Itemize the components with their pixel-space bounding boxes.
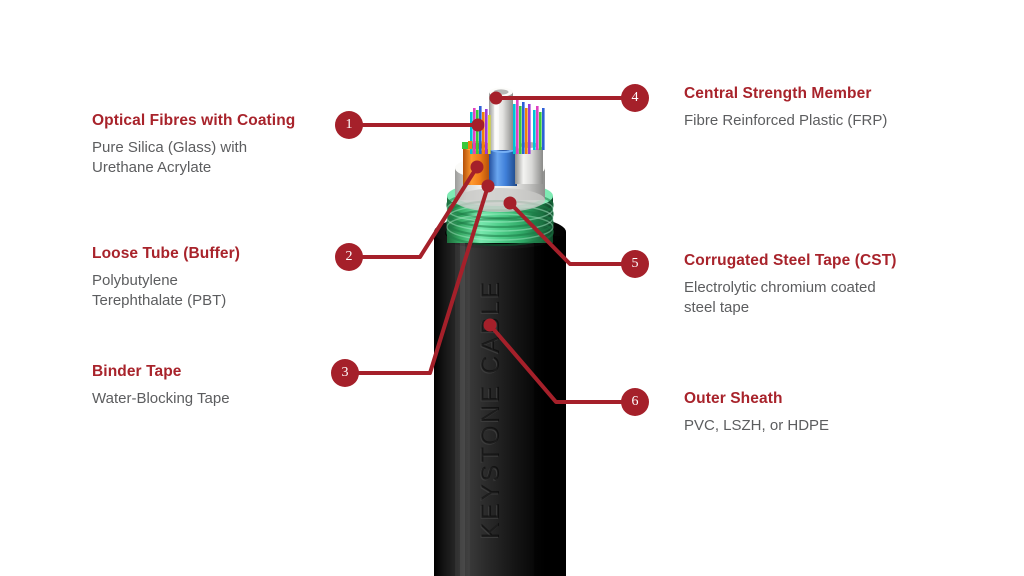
callout-4-description: Fibre Reinforced Plastic (FRP): [684, 111, 888, 129]
callout-2: Loose Tube (Buffer) Polybutylene Terepht…: [92, 245, 240, 311]
callout-6-title: Outer Sheath: [684, 390, 783, 407]
callout-5-title: Corrugated Steel Tape (CST): [684, 252, 897, 269]
callout-4: Central Strength Member Fibre Reinforced…: [684, 85, 887, 131]
callout-badge-2[interactable]: 2: [335, 243, 363, 271]
svg-text:KEYSTONE CABLE: KEYSTONE CABLE: [477, 279, 505, 539]
callout-3-title: Binder Tape: [92, 363, 182, 380]
callout-badge-4[interactable]: 4: [621, 84, 649, 112]
callout-5-description: Electrolytic chromium coated steel tape: [684, 278, 876, 316]
optical-fibre-bundle-left: [470, 106, 491, 154]
callout-5: Corrugated Steel Tape (CST) Electrolytic…: [684, 252, 897, 318]
optical-fibre-nub: [462, 141, 472, 149]
callout-1: Optical Fibres with Coating Pure Silica …: [92, 112, 295, 178]
callout-badge-1[interactable]: 1: [335, 111, 363, 139]
callout-3: Binder Tape Water-Blocking Tape: [92, 363, 230, 409]
callout-2-title: Loose Tube (Buffer): [92, 245, 240, 262]
callout-1-title: Optical Fibres with Coating: [92, 112, 296, 129]
callout-1-description: Pure Silica (Glass) with Urethane Acryla…: [92, 138, 248, 176]
callout-6: Outer Sheath PVC, LSZH, or HDPE: [684, 390, 829, 436]
callout-badge-5[interactable]: 5: [621, 250, 649, 278]
callout-badge-3[interactable]: 3: [331, 359, 359, 387]
callout-3-description: Water-Blocking Tape: [92, 389, 230, 407]
callout-6-description: PVC, LSZH, or HDPE: [684, 416, 830, 434]
optical-fibre-bundle-centre: [513, 100, 531, 154]
central-strength-member: [489, 87, 513, 150]
callout-2-description: Polybutylene Terephthalate (PBT): [92, 271, 227, 309]
callout-badge-6[interactable]: 6: [621, 388, 649, 416]
callout-4-title: Central Strength Member: [684, 85, 872, 102]
cable-brand-text: KEYSTONE CABLE KEYSTONE CABLE: [476, 279, 505, 540]
optical-fibre-bundle-right: [533, 106, 545, 150]
